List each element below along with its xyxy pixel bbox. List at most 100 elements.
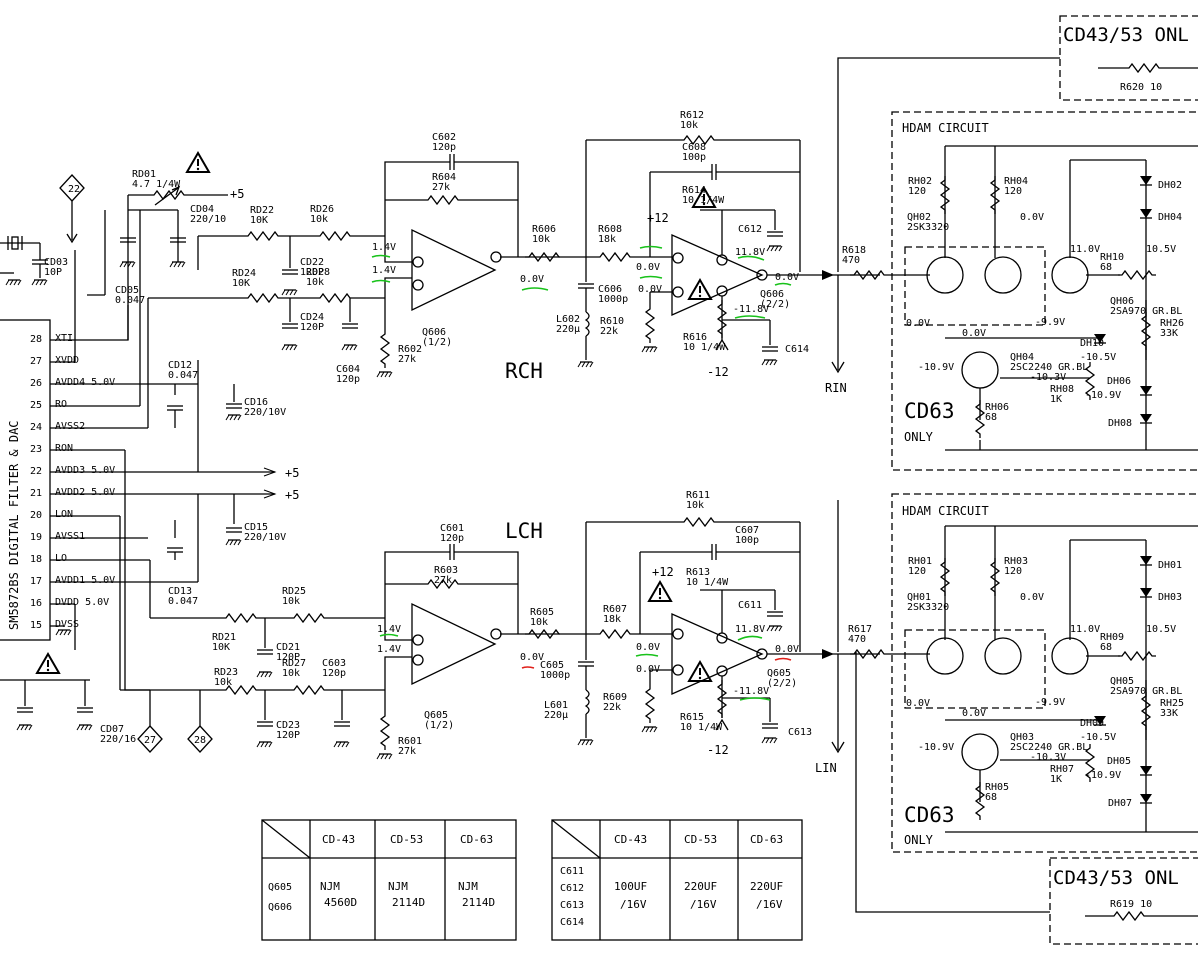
plus12-top: +12 xyxy=(647,211,669,225)
ic-pin-number: 21 xyxy=(30,488,42,499)
ic-pin-name: LO xyxy=(55,553,67,564)
part-ref-label: R602 xyxy=(398,344,422,355)
only-top-label: ONLY xyxy=(904,430,934,444)
hdam-part-ref: DH06 xyxy=(1107,376,1131,387)
hdam-voltage: -10.5V xyxy=(1080,352,1116,363)
part-ref-label: C601 xyxy=(440,523,464,534)
table1-row-label: Q605 xyxy=(268,882,292,893)
part-value-label: 27k xyxy=(434,575,452,586)
hdam-part-ref: RH05 xyxy=(985,782,1009,793)
part-value-label: 10k xyxy=(282,668,300,679)
ic-pin-number: 15 xyxy=(30,620,42,631)
part-ref-label: RD21 xyxy=(212,632,236,643)
part-ref-label: CD05 xyxy=(115,285,139,296)
table1-cell: NJM xyxy=(458,880,478,893)
plus12-bottom: +12 xyxy=(652,565,674,579)
hdam-part-ref: DH01 xyxy=(1158,560,1182,571)
hdam-voltage: -10.9V xyxy=(918,362,954,373)
table2-row-label: C611 xyxy=(560,866,584,877)
part-ref-label: R611 xyxy=(686,490,710,501)
ic-pin-name: AVDD2 5.0V xyxy=(55,487,115,498)
part-value-label: 10 1/4W xyxy=(683,342,726,353)
part-value-label: (1/2) xyxy=(422,337,452,348)
voltage-label: 0.0V xyxy=(636,642,660,653)
part-value-label: 120P xyxy=(300,267,324,278)
part-ref-label: CD07 xyxy=(100,724,124,735)
hdam-part-value: 68 xyxy=(1100,262,1112,273)
ic-pin-number: 27 xyxy=(30,356,42,367)
voltage-label: 0.0V xyxy=(775,272,799,283)
voltage-labels: 1.4V1.4V0.0V0.0V0.0V11.8V-11.8V0.0V1.4V1… xyxy=(372,242,799,697)
hdam-part-value: 120 xyxy=(908,566,926,577)
part-ref-label: CD16 xyxy=(244,397,268,408)
part-value-label: (2/2) xyxy=(760,299,790,310)
hdam-fet-pair-bottom xyxy=(904,629,1046,709)
hdam-fet-pair-top xyxy=(904,246,1046,326)
part-value-label: 470 xyxy=(842,255,860,266)
part-value-label: (2/2) xyxy=(767,678,797,689)
part-ref-label: RD01 xyxy=(132,169,156,180)
table1-row-label: Q606 xyxy=(268,902,292,913)
hdam-part-ref: RH06 xyxy=(985,402,1009,413)
part-value-label: 220µ xyxy=(544,710,568,721)
part-value-label: 10K xyxy=(232,278,250,289)
part-value-label: 10k xyxy=(282,596,300,607)
node-27-marker xyxy=(137,725,163,753)
ic-pin-name: AVDD1 5.0V xyxy=(55,575,115,586)
part-ref-label: L602 xyxy=(556,314,580,325)
hdam-part-value: 2SA970 GR.BL xyxy=(1110,686,1182,697)
part-value-label: 10P xyxy=(44,267,62,278)
hdam-voltage: -10.9V xyxy=(1085,770,1121,781)
table2-header: CD-63 xyxy=(750,833,783,846)
hdam-part-value: 68 xyxy=(1100,642,1112,653)
part-value-label: 22k xyxy=(600,326,618,337)
minus12-top: -12 xyxy=(707,365,729,379)
hdam-part-ref: QH01 xyxy=(907,592,931,603)
part-value-label: 4.7 1/4W xyxy=(132,179,181,190)
part-ref-label: RD23 xyxy=(214,667,238,678)
part-ref-label: CD04 xyxy=(190,204,214,215)
voltage-label: 1.4V xyxy=(372,265,396,276)
hdam-part-ref: DH10 xyxy=(1080,338,1104,349)
cd63-top-label: CD63 xyxy=(904,399,955,423)
part-value-label: 10k xyxy=(680,120,698,131)
table1-cell: NJM xyxy=(320,880,340,893)
part-value-label: 10K xyxy=(212,642,230,653)
cd43-53-box-top xyxy=(1059,15,1198,101)
plus5-b: +5 xyxy=(285,466,299,480)
table-2-grid xyxy=(551,819,803,941)
part-ref-label: CD23 xyxy=(276,720,300,731)
hdam-part-value: 68 xyxy=(985,792,997,803)
part-ref-label: CD03 xyxy=(44,257,68,268)
ic-pin-name: AVDD3 5.0V xyxy=(55,465,115,476)
ic-pin-name: DVSS xyxy=(55,619,79,630)
part-ref-label: CD12 xyxy=(168,360,192,371)
hdam-part-ref: DH03 xyxy=(1158,592,1182,603)
hdam-part-value: 2SA970 GR.BL xyxy=(1110,306,1182,317)
hdam-part-ref: RH10 xyxy=(1100,252,1124,263)
warning-icon xyxy=(36,653,60,674)
part-value-label: 100p xyxy=(682,152,706,163)
cd43-53-box-bottom xyxy=(1049,857,1198,945)
part-ref-label: C611 xyxy=(738,600,762,611)
hdam-bottom-title: HDAM CIRCUIT xyxy=(902,504,989,518)
part-value-label: 120p xyxy=(336,374,360,385)
voltage-label: 11.8V xyxy=(735,247,765,258)
table2-row-label: C614 xyxy=(560,917,584,928)
table1-header: CD-63 xyxy=(460,833,493,846)
node-28-marker xyxy=(187,725,213,753)
part-ref-label: C602 xyxy=(432,132,456,143)
hdam-part-value: 33K xyxy=(1160,328,1178,339)
part-ref-label: R616 xyxy=(683,332,707,343)
hdam-part-ref: RH26 xyxy=(1160,318,1184,329)
hdam-voltage: -10.9V xyxy=(918,742,954,753)
part-ref-label: RD26 xyxy=(310,204,334,215)
hdam-box-top xyxy=(891,111,1198,471)
q606-opamp-a xyxy=(411,228,497,312)
part-ref-label: R606 xyxy=(532,224,556,235)
hdam-part-ref: DH04 xyxy=(1158,212,1182,223)
voltage-label: 0.0V xyxy=(775,644,799,655)
part-ref-label: R614 xyxy=(682,185,706,196)
